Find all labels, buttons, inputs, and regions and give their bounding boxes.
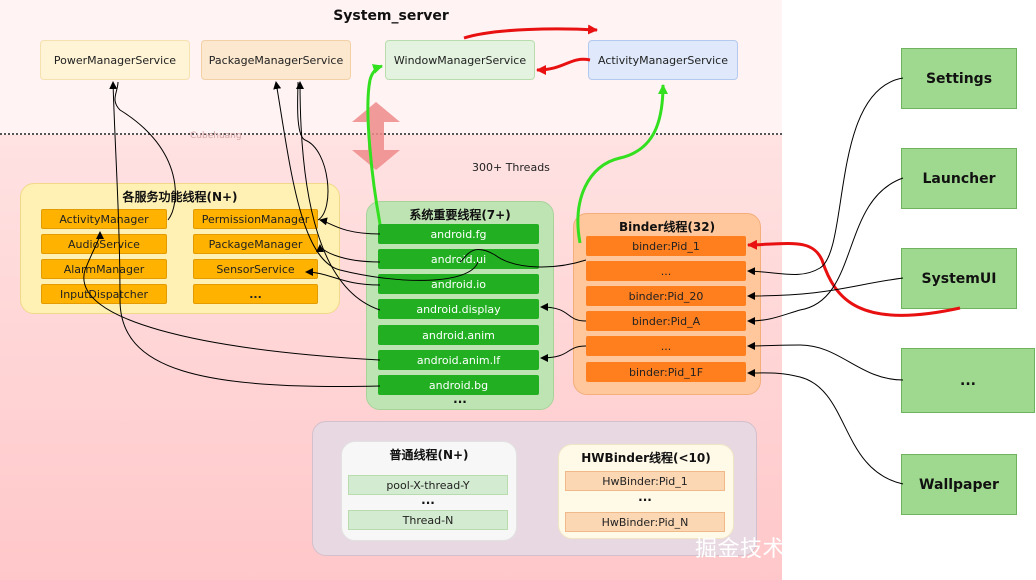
system-threads-more: ...: [453, 392, 467, 406]
boundary-dotted-line: [0, 133, 782, 135]
service-thread-item: PermissionManager: [193, 209, 318, 229]
window-manager-service: WindowManagerService: [385, 40, 535, 80]
service-thread-item: SensorService: [193, 259, 318, 279]
app-systemui: SystemUI: [901, 248, 1017, 309]
app-more: ...: [901, 348, 1035, 413]
service-thread-item: ActivityManager: [41, 209, 167, 229]
service-thread-item: PackageManager: [193, 234, 318, 254]
service-threads-title: 各服务功能线程(N+): [122, 190, 238, 204]
up-down-arrow: [352, 102, 400, 170]
faint-watermark-label: Cubehuang: [190, 131, 242, 141]
normal-thread-item: pool-X-thread-Y: [348, 475, 508, 495]
system-thread-item: android.anim: [378, 325, 539, 345]
service-thread-item: AlarmManager: [41, 259, 167, 279]
system-thread-item: android.anim.lf: [378, 350, 539, 370]
normal-threads-more: ...: [421, 493, 435, 507]
binder-thread-item: binder:Pid_1: [586, 236, 746, 256]
binder-thread-item: binder:Pid_A: [586, 311, 746, 331]
binder-threads-title: Binder线程(32): [618, 220, 716, 234]
system-threads-title: 系统重要线程(7+): [409, 208, 511, 222]
service-thread-item: AudioService: [41, 234, 167, 254]
system-thread-item: android.fg: [378, 224, 539, 244]
threads-count-label: 300+ Threads: [472, 161, 550, 174]
system-thread-item: android.io: [378, 274, 539, 294]
normal-thread-item: Thread-N: [348, 510, 508, 530]
package-manager-service: PackageManagerService: [201, 40, 351, 80]
binder-thread-item: binder:Pid_1F: [586, 362, 746, 382]
activity-manager-service: ActivityManagerService: [588, 40, 738, 80]
hwbinder-threads-title: HWBinder线程(<10): [581, 451, 711, 465]
hwbinder-thread-item: HwBinder:Pid_1: [565, 471, 725, 491]
diagram-title: System_server: [333, 8, 449, 24]
binder-thread-item: ...: [586, 261, 746, 281]
hwbinder-thread-item: HwBinder:Pid_N: [565, 512, 725, 532]
system-thread-item: android.ui: [378, 249, 539, 269]
system-thread-item: android.bg: [378, 375, 539, 395]
service-thread-item: InputDispatcher: [41, 284, 167, 304]
app-wallpaper: Wallpaper: [901, 454, 1017, 515]
system-thread-item: android.display: [378, 299, 539, 319]
hwbinder-threads-more: ...: [638, 490, 652, 504]
power-manager-service: PowerManagerService: [40, 40, 190, 80]
service-thread-item: ...: [193, 284, 318, 304]
normal-threads-title: 普通线程(N+): [389, 448, 469, 462]
binder-thread-item: ...: [586, 336, 746, 356]
binder-thread-item: binder:Pid_20: [586, 286, 746, 306]
watermark-text: 掘金技术社区 @ Cubehuang: [695, 537, 999, 562]
app-launcher: Launcher: [901, 148, 1017, 209]
